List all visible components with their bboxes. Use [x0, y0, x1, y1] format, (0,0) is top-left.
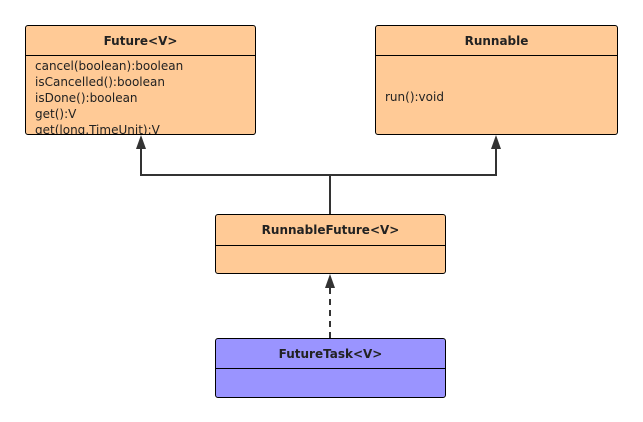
runnablefuture-class-title: RunnableFuture<V>	[216, 215, 445, 246]
runnable-method: run():void	[385, 90, 444, 104]
future-class-title: Future<V>	[26, 26, 255, 56]
edge-runnablefuture-to-future	[140, 148, 331, 214]
runnable-method-list: run():void	[376, 56, 617, 105]
futuretask-class-title: FutureTask<V>	[216, 339, 445, 369]
future-class-box[interactable]: Future<V> cancel(boolean):boolean isCanc…	[25, 25, 256, 135]
realization-connector	[136, 135, 501, 214]
future-method-list: cancel(boolean):boolean isCancelled():bo…	[26, 56, 255, 135]
arrowhead-runnable	[491, 135, 501, 149]
runnablefuture-class-box[interactable]: RunnableFuture<V>	[215, 214, 446, 274]
implementation-connector	[325, 274, 335, 338]
runnable-class-box[interactable]: Runnable run():void	[375, 25, 618, 135]
future-method: cancel(boolean):boolean	[35, 59, 184, 73]
runnable-class-title: Runnable	[376, 26, 617, 56]
edge-runnablefuture-to-runnable	[330, 148, 497, 176]
futuretask-class-box[interactable]: FutureTask<V>	[215, 338, 446, 398]
runnablefuture-body	[216, 246, 445, 248]
future-method: isDone():boolean	[35, 91, 138, 105]
future-method: get(long,TimeUnit):V	[35, 123, 160, 135]
arrowhead-future	[136, 135, 146, 149]
futuretask-body	[216, 369, 445, 371]
future-method: get():V	[35, 107, 77, 121]
arrowhead-runnablefuture	[325, 274, 335, 288]
future-method: isCancelled():boolean	[35, 75, 165, 89]
